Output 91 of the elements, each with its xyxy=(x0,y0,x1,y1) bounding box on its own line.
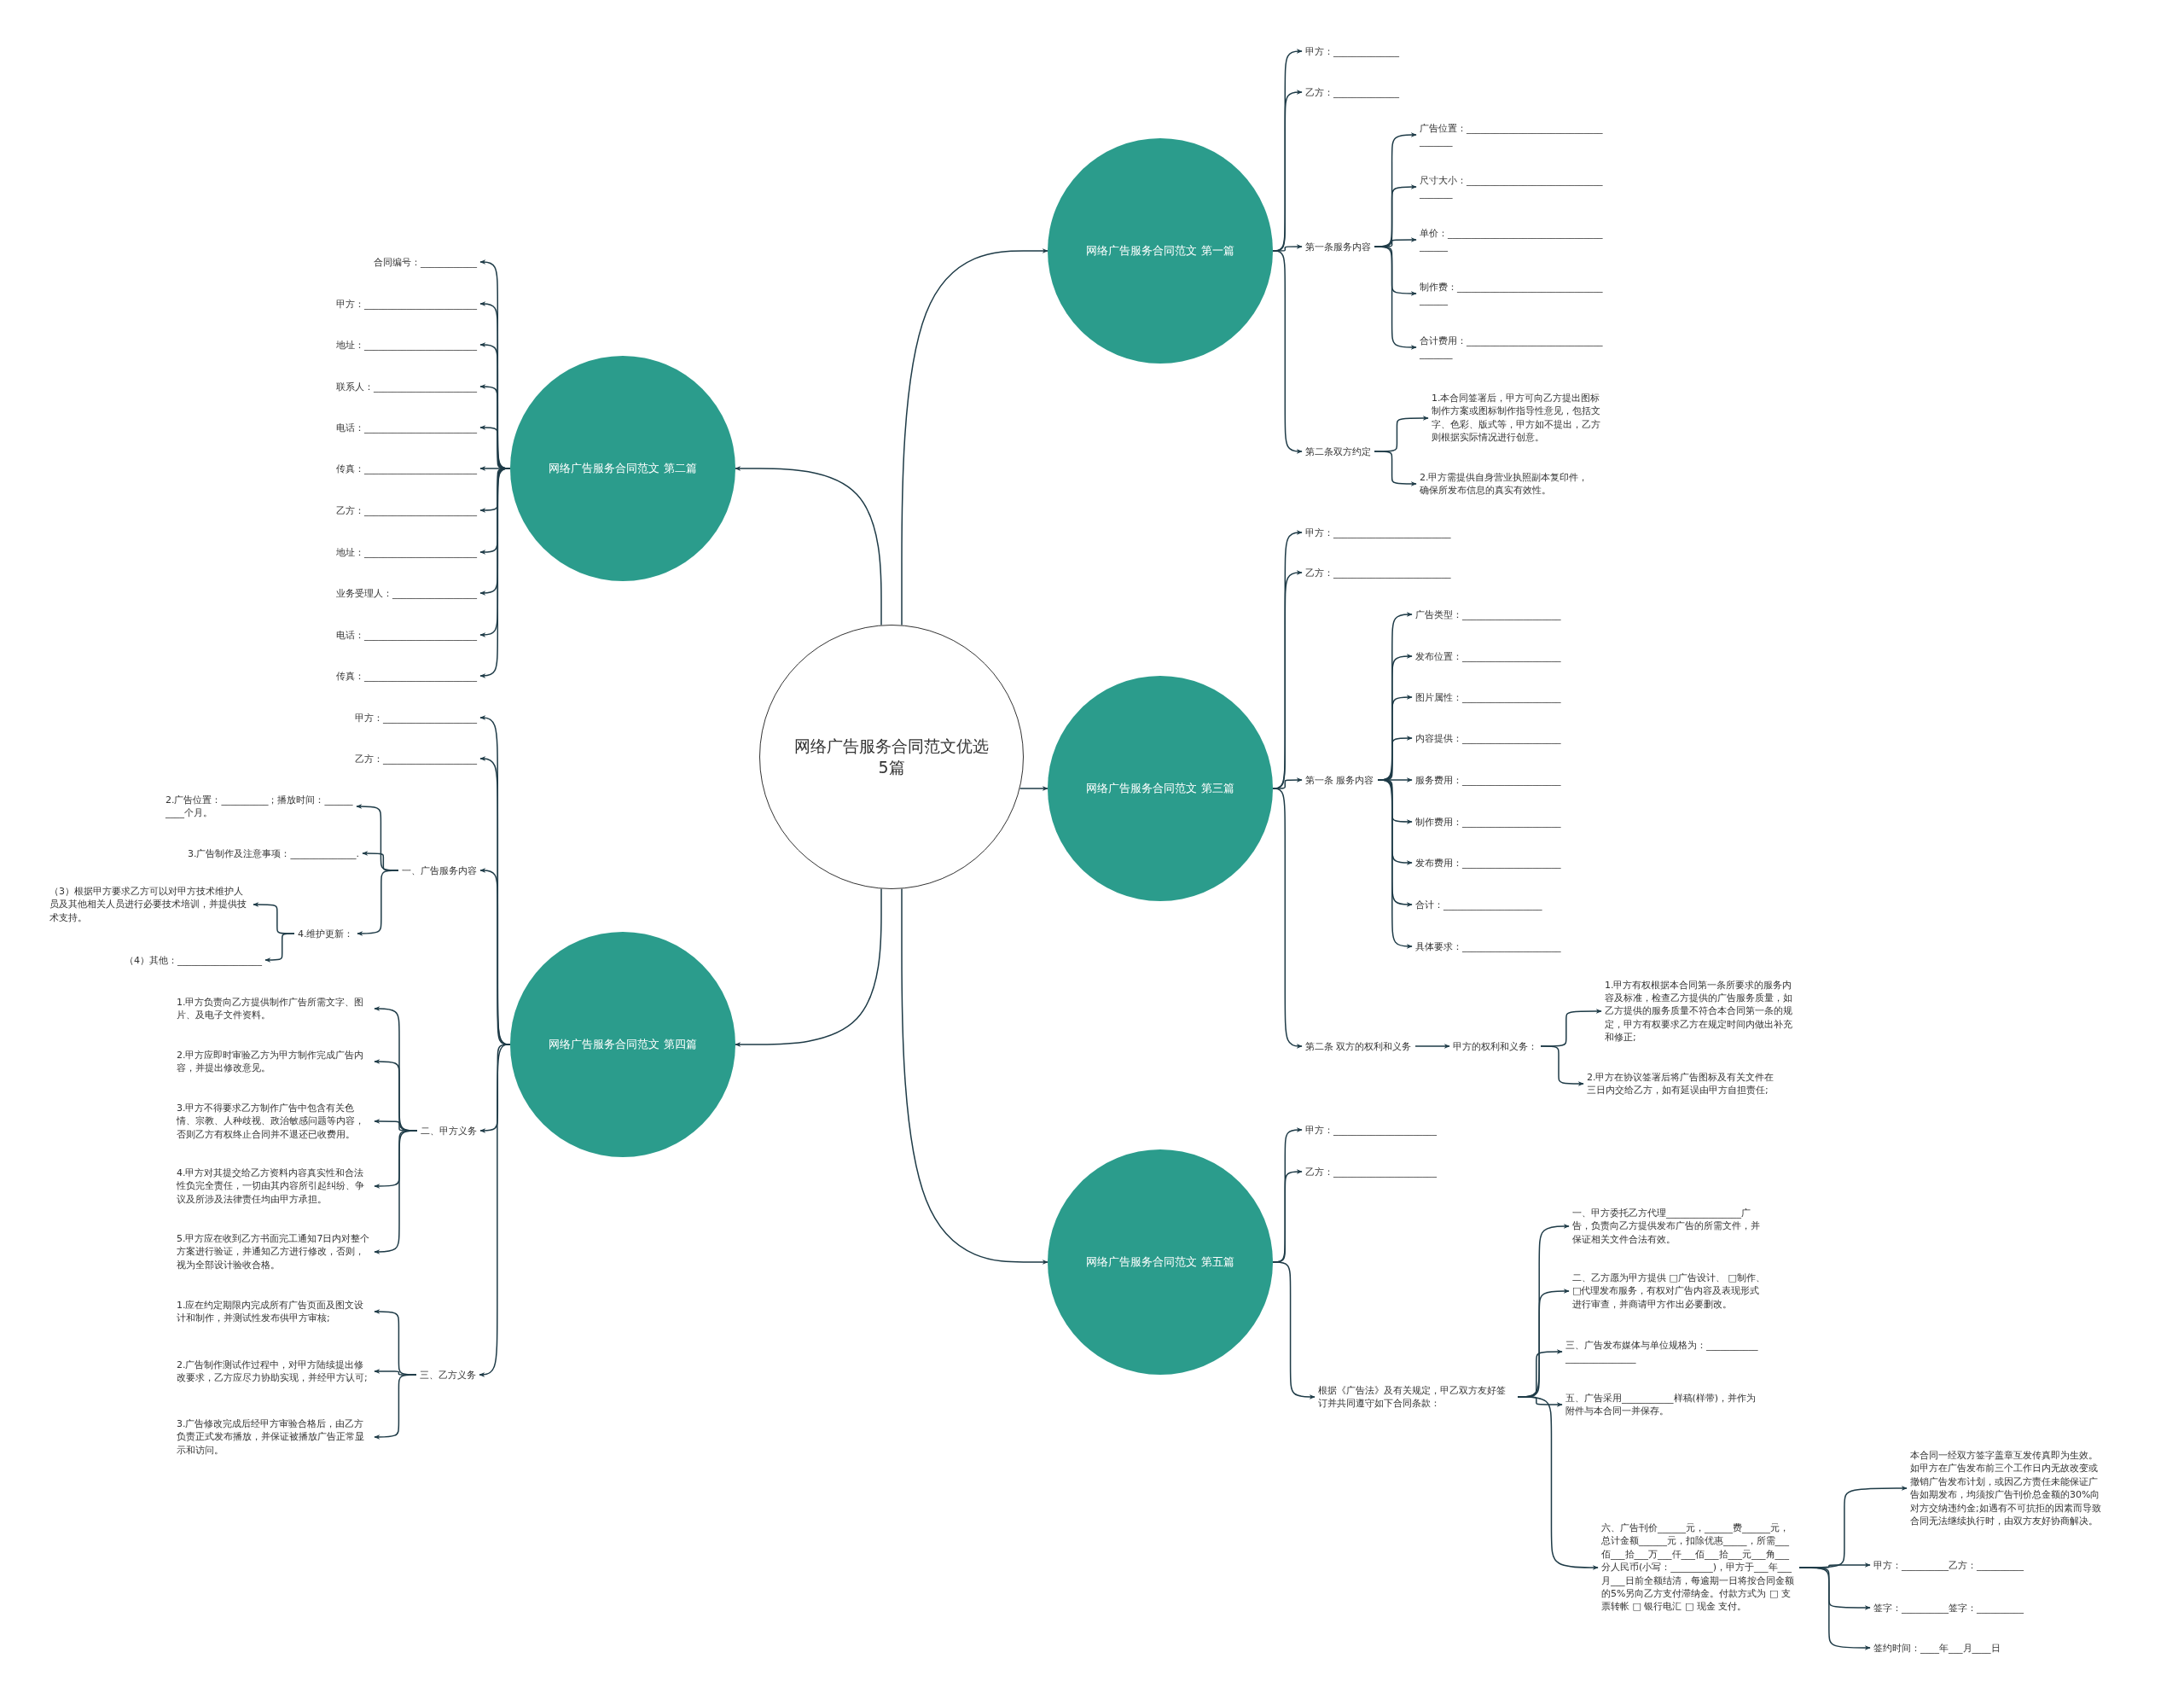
branch-text: 二、甲方义务 xyxy=(421,1124,477,1138)
branch-text: 二、乙方愿为甲方提供 □广告设计、 □制作、□代理发布服务，有权对广告内容及表现形式进行审查，并商请甲方作出必要删改。 xyxy=(1572,1271,1769,1312)
branch-text: 2.甲方应即时审验乙方为甲方制作完成广告内容，并提出修改意见。 xyxy=(177,1048,371,1075)
branch-text: 4.甲方对其提交给乙方资料内容真实性和合法性负完全责任，一切由其内容所引起纠纷、争议及所涉及法律责任均由甲方承担。 xyxy=(177,1167,371,1207)
branch-text: 3.广告制作及注意事项：______________. xyxy=(188,847,359,860)
branch-text: 六、广告刊价______元，______费______元，总计金额______元，扣除优惠_____，所需___佰___拾___万___仟___佰___拾___元___角___分人民币(小写：_________)，甲方于___年___月___日前全额结清，每逾期一日将按合同金额的5%另向乙方支付滞纳金。付款方式为 □ 支票转帐 □ 银行电汇 □ 现金 支付。 xyxy=(1601,1522,1796,1614)
branch-text: 甲方：________________________ xyxy=(336,297,477,311)
branch-text: 甲方：______________ xyxy=(1305,44,1399,58)
branch-text: 乙方：_________________________ xyxy=(1305,566,1451,579)
branch-text: 1.甲方负责向乙方提供制作广告所需文字、图片、及电子文件资料。 xyxy=(177,995,371,1022)
topic-circle: 网络广告服务合同范文 第五篇 xyxy=(1048,1149,1273,1375)
branch-text: 五、广告采用___________样稿(样带)，并作为附件与本合同一并保存。 xyxy=(1565,1391,1762,1418)
branch-text: 签字：__________签字：__________ xyxy=(1873,1601,2024,1615)
branch-text: 3.甲方不得要求乙方制作广告中包含有关色情、宗教、人种歧视、政治敏感问题等内容，否则乙方有权终止合同并不退还已收费用。 xyxy=(177,1102,371,1142)
branch-text: 2.甲方需提供自身营业执照副本复印件，确保所发布信息的真实有效性。 xyxy=(1420,470,1594,497)
branch-text: 第一条服务内容 xyxy=(1305,240,1371,253)
connector-arrow xyxy=(735,466,882,626)
connector-arrow xyxy=(901,248,1048,626)
branch-text: 传真：________________________ xyxy=(336,462,477,475)
topic-circle: 网络广告服务合同范文 第三篇 xyxy=(1048,676,1273,901)
connector-arrow xyxy=(1374,451,1417,486)
branch-text: （4）其他：__________________ xyxy=(125,953,262,967)
branch-text: 甲方：______________________ xyxy=(1305,1123,1437,1137)
branch-text: 合计费用：____________________________________ xyxy=(1420,334,1603,361)
branch-text: 甲方：__________乙方：__________ xyxy=(1873,1558,2024,1572)
branch-text: 甲方：____________________ xyxy=(355,711,477,724)
connector-arrow xyxy=(901,887,1048,1265)
branch-text: 甲方：_________________________ xyxy=(1305,526,1451,539)
connector-arrow xyxy=(1374,246,1417,350)
branch-text: 制作费：_____________________________________ xyxy=(1420,280,1603,307)
connector-arrow xyxy=(1414,1044,1450,1049)
branch-text: 2.广告位置：__________；播放时间：__________个月。 xyxy=(166,793,353,820)
branch-text: 3.广告修改完成后经甲方审验合格后，由乙方负责正式发布播放，并保证被播放广告正常显示和访问。 xyxy=(177,1417,371,1458)
connector-arrow xyxy=(1798,1567,1871,1650)
branch-text: 第二条 双方的权利和义务 xyxy=(1305,1039,1412,1053)
branch-text: 2.广告制作测试作过程中，对甲方陆续提出修改要求，乙方应尽力协助实现，并经甲方认可; xyxy=(177,1358,371,1385)
branch-text: 根据《广告法》及有关规定，甲乙双方友好签订并共同遵守如下合同条款： xyxy=(1318,1383,1514,1411)
connector-arrow xyxy=(1540,1045,1584,1086)
branch-text: 1.本合同签署后，甲方可向乙方提出图标制作方案或图标制作指导性意见，包括文字、色彩、版式等，甲方如不提出，乙方则根据实际情况进行创意。 xyxy=(1432,392,1606,445)
branch-text: 甲方的权利和义务： xyxy=(1453,1039,1537,1053)
connector-arrow xyxy=(1272,1261,1316,1399)
branch-text: 1.应在约定期限内完成所有广告页面及图文设计和制作，并测试性发布供甲方审核; xyxy=(177,1298,371,1325)
branch-text: 广告位置：____________________________________ xyxy=(1420,121,1603,148)
branch-text: 第二条双方约定 xyxy=(1305,445,1371,458)
branch-text: 具体要求：_____________________ xyxy=(1415,940,1561,953)
branch-text: 1.甲方有权根据本合同第一条所要求的服务内容及标准，检查乙方提供的广告服务质量，如乙方提供的服务质量不符合本合同第一条的规定，甲方有权要求乙方在规定时间内做出补充和修正; xyxy=(1605,978,1801,1044)
connector-arrow xyxy=(264,933,295,963)
connector-arrow xyxy=(374,1374,417,1440)
connector-arrow xyxy=(374,1130,418,1254)
branch-text: 合同编号：____________ xyxy=(374,255,477,269)
branch-text: 乙方：______________________ xyxy=(1305,1165,1437,1178)
branch-text: 制作费用：_____________________ xyxy=(1415,815,1561,829)
branch-text: 乙方：______________ xyxy=(1305,85,1399,99)
branch-text: 三、乙方义务 xyxy=(420,1368,476,1382)
connector-arrow xyxy=(1517,1396,1599,1570)
connector-arrow xyxy=(1377,779,1413,949)
branch-text: 地址：________________________ xyxy=(336,338,477,352)
branch-text: 签约时间：____年___月____日 xyxy=(1873,1641,2001,1655)
branch-text: 业务受理人：__________________ xyxy=(336,586,477,600)
topic-circle: 网络广告服务合同范文 第四篇 xyxy=(510,932,735,1157)
branch-text: 合计：_____________________ xyxy=(1415,898,1542,911)
branch-text: 单价：_______________________________________ xyxy=(1420,226,1603,253)
branch-text: 服务费用：_____________________ xyxy=(1415,773,1561,787)
branch-text: 地址：________________________ xyxy=(336,545,477,559)
connector-arrow xyxy=(357,870,399,936)
connector-arrow xyxy=(1019,786,1048,791)
branch-text: 发布费用：_____________________ xyxy=(1415,856,1561,870)
branch-text: 本合同一经双方签字盖章互发传真即为生效。如甲方在广告发布前三个工作日内无故改变或撤销广告发布计划，或因乙方责任未能保证广告如期发布，均须按广告刊价总金额的30%向对方交纳违约金;如遇有不可抗拒的因素而导致合同无法继续执行时，由双方友好协商解决。 xyxy=(1910,1449,2106,1528)
branch-text: 电话：________________________ xyxy=(336,421,477,434)
branch-text: 2.甲方在协议签署后将广告图标及有关文件在三日内交给乙方，如有延误由甲方自担责任; xyxy=(1587,1070,1779,1097)
branch-text: 图片属性：_____________________ xyxy=(1415,690,1561,704)
central-topic-circle: 网络广告服务合同范文优选5篇 xyxy=(759,625,1024,889)
branch-text: （3）根据甲方要求乙方可以对甲方技术维护人员及其他相关人员进行必要技术培训，并提供技术支持。 xyxy=(49,885,250,925)
connector-arrow xyxy=(735,887,882,1047)
topic-circle: 网络广告服务合同范文 第一篇 xyxy=(1048,138,1273,364)
branch-text: 传真：________________________ xyxy=(336,669,477,683)
branch-text: 乙方：____________________ xyxy=(355,752,477,765)
branch-text: 联系人：______________________ xyxy=(336,380,477,393)
branch-text: 5.甲方应在收到乙方书面完工通知7日内对整个方案进行验证，并通知乙方进行修改，否则，视为全部设计验收合格。 xyxy=(177,1232,371,1272)
branch-text: 第一条 服务内容 xyxy=(1305,773,1374,787)
branch-text: 发布位置：_____________________ xyxy=(1415,649,1561,663)
branch-text: 三、广告发布媒体与单位规格为：__________________________ xyxy=(1565,1338,1762,1365)
branch-text: 尺寸大小：____________________________________ xyxy=(1420,173,1603,201)
branch-text: 一、甲方委托乙方代理________________广告，负责向乙方提供发布广告的所需文件，并保证相关文件合法有效。 xyxy=(1572,1207,1769,1247)
branch-text: 一、广告服务内容 xyxy=(402,864,477,877)
branch-text: 乙方：________________________ xyxy=(336,503,477,517)
branch-text: 电话：________________________ xyxy=(336,628,477,642)
branch-text: 4.维护更新： xyxy=(298,927,354,940)
topic-circle: 网络广告服务合同范文 第二篇 xyxy=(510,356,735,581)
branch-text: 内容提供：_____________________ xyxy=(1415,731,1561,745)
branch-text: 广告类型：_____________________ xyxy=(1415,608,1561,621)
